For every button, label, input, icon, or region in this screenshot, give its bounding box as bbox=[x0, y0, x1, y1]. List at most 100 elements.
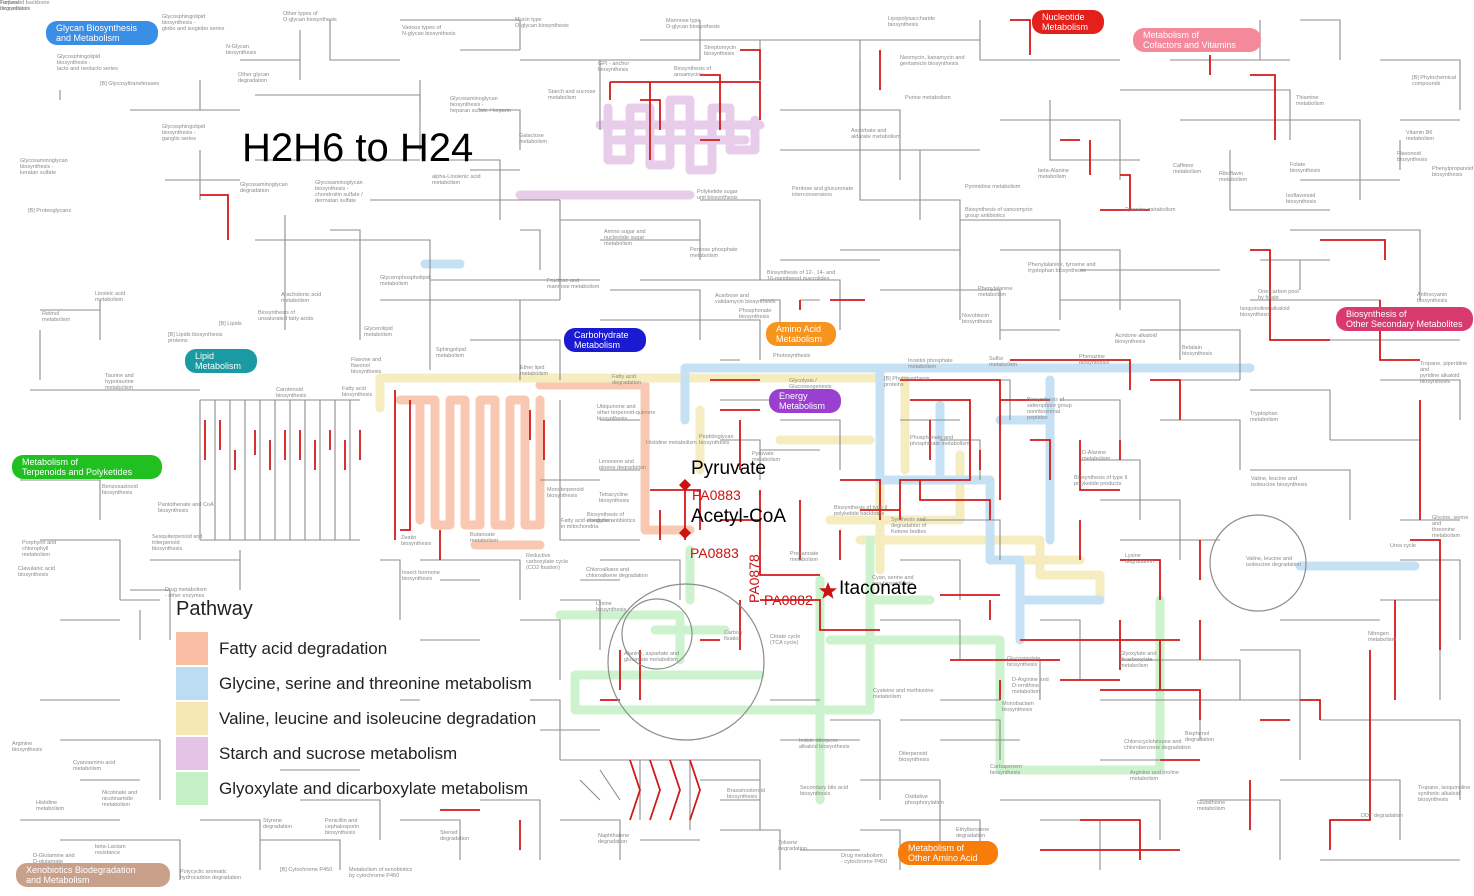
pathway-label: Tetracycline biosynthesis bbox=[599, 492, 629, 504]
category-badge-xenobiotics: Xenobiotics Biodegradation and Metabolis… bbox=[16, 863, 170, 887]
pathway-label: Sphingolipid metabolism bbox=[436, 347, 466, 359]
pathway-label: Lipopolysaccharide biosynthesis bbox=[888, 16, 935, 28]
pathway-label: Biosynthesis of 12-, 14- and 16-membered… bbox=[767, 270, 835, 282]
pathway-label: Vitamin B6 metabolism bbox=[1406, 130, 1434, 142]
pathway-label: Arginine biosynthesis bbox=[12, 741, 42, 753]
pyruvate-label: Pyruvate bbox=[691, 458, 766, 480]
pathway-label: Thiamine metabolism bbox=[1296, 95, 1324, 107]
pathway-label: Secondary bile acid biosynthesis bbox=[800, 785, 848, 797]
pathway-label: Purine metabolism bbox=[905, 95, 951, 101]
pathway-label: Linoleic acid metabolism bbox=[95, 291, 125, 303]
pathway-label: DDT degradation bbox=[1361, 813, 1403, 819]
pathway-label: Cysteine and methionine metabolism bbox=[873, 688, 934, 700]
pathway-label: Mannose type O-glycan biosynthesis bbox=[666, 18, 720, 30]
pathway-label: alpha-Linolenic acid metabolism bbox=[432, 174, 481, 186]
pathway-label: Glycosaminoglycan biosynthesis - keratan… bbox=[20, 158, 68, 176]
category-badge-cofactors: Metabolism of Cofactors and Vitamins bbox=[1133, 28, 1261, 52]
pathway-label: Drug metabolism - cytochrome P450 bbox=[841, 853, 887, 865]
pathway-label: Polycyclic aromatic hydrocarbon degradat… bbox=[180, 869, 241, 881]
pathway-label: Glycine, serine and threonine metabolism bbox=[1432, 515, 1474, 539]
pathway-label: Histidine metabolism bbox=[646, 440, 697, 446]
pathway-label: Urea cycle bbox=[1390, 543, 1416, 549]
pathway-label: beta-Lactam resistance bbox=[95, 844, 126, 856]
glycine-serine-threonine-pathway bbox=[425, 264, 1415, 640]
legend-swatch bbox=[176, 632, 208, 665]
pathway-label: Oxidative phosphorylation bbox=[905, 794, 944, 806]
pathway-label: Isoflavonoid biosynthesis bbox=[1286, 193, 1316, 205]
pathway-label: Biosynthesis of vancomycin group antibio… bbox=[965, 207, 1033, 219]
category-badge-secondary-metabolites: Biosynthesis of Other Secondary Metaboli… bbox=[1336, 307, 1473, 331]
pathway-label: Diterpenoid biosynthesis bbox=[899, 751, 929, 763]
map-title: H2H6 to H24 bbox=[242, 126, 473, 171]
pathway-label: Toluene degradation bbox=[778, 840, 807, 852]
pathway-label: Arachidonic acid metabolism bbox=[281, 292, 321, 304]
pathway-label: Phosphonate biosynthesis bbox=[739, 308, 771, 320]
legend-label: Glycine, serine and threonine metabolism bbox=[219, 674, 532, 694]
pathway-label: Galactose metabolism bbox=[519, 133, 547, 145]
pathway-label: D-Alanine metabolism bbox=[1082, 450, 1110, 462]
legend-title: Pathway bbox=[176, 598, 253, 621]
pathway-label: Acridone alkaloid biosynthesis bbox=[1115, 333, 1157, 345]
pathway-label: Citrate cycle (TCA cycle) bbox=[770, 634, 800, 646]
pathway-label: Riboflavin metabolism bbox=[1219, 171, 1247, 183]
category-badge-lipid: Lipid Metabolism bbox=[185, 349, 257, 373]
enzyme-edge-3 bbox=[740, 50, 880, 90]
category-badge-glycan: Glycan Biosynthesis and Metabolism bbox=[46, 21, 158, 45]
legend-label: Fatty acid degradation bbox=[219, 639, 387, 659]
pathway-label: Amino sugar and nucleotide sugar metabol… bbox=[604, 229, 646, 247]
pathway-label: Tyrosine metabolism bbox=[1125, 207, 1175, 213]
pathway-label: Biosynthesis of ansamycins bbox=[674, 66, 711, 78]
pathway-label: Glycerolipid metabolism bbox=[364, 326, 393, 338]
pathway-label: Chloroalkane and chloroalkene degradatio… bbox=[586, 567, 648, 579]
pathway-label: Insect hormone biosynthesis bbox=[402, 570, 440, 582]
pathway-label: Glycosphingolipid biosynthesis - ganglio… bbox=[162, 124, 205, 142]
pathway-label: Glycosaminoglycan biosynthesis - heparan… bbox=[450, 96, 511, 114]
pathway-label: One carbon pool by folate bbox=[1258, 289, 1299, 301]
legend-item: Valine, leucine and isoleucine degradati… bbox=[176, 702, 556, 735]
legend-item: Starch and sucrose metabolism bbox=[176, 737, 556, 770]
network-line-50 bbox=[480, 800, 700, 860]
pathway-label: Reductive carboxylate cycle (CO2 fixatio… bbox=[526, 553, 568, 571]
pathway-label: Butanoate metabolism bbox=[470, 532, 498, 544]
pathway-label: D-Arginine and D-ornithine metabolism bbox=[1012, 677, 1049, 695]
pathway-label: Streptomycin biosynthesis bbox=[704, 45, 736, 57]
network-line-8 bbox=[780, 120, 1120, 220]
network-line-7 bbox=[780, 60, 960, 260]
pathway-label: Chlorocyclohexane and chlorobenzene degr… bbox=[1124, 739, 1191, 751]
pathway-label: Glycosphingolipid biosynthesis - lacto a… bbox=[57, 54, 118, 72]
pathway-label: Retinol metabolism bbox=[42, 311, 70, 323]
network-line-15 bbox=[1200, 650, 1460, 800]
legend-item: Glyoxylate and dicarboxylate metabolism bbox=[176, 772, 556, 805]
enzyme-pa0883-second-label: PA0883 bbox=[690, 545, 739, 561]
enzyme-edge-30 bbox=[1260, 700, 1320, 720]
enzyme-edge-7 bbox=[1330, 540, 1440, 850]
pathway-label: Bisphenol degradation bbox=[1185, 731, 1214, 743]
pathway-label: Folate biosynthesis bbox=[1290, 162, 1320, 174]
pathway-label: Glycerophospholipid metabolism bbox=[380, 275, 430, 287]
legend-label: Glyoxylate and dicarboxylate metabolism bbox=[219, 779, 528, 799]
pathway-label: Arginine and proline metabolism bbox=[1130, 770, 1179, 782]
enzyme-edge-25 bbox=[395, 390, 410, 540]
pathway-label: Naphthalene degradation bbox=[598, 833, 629, 845]
legend-item: Fatty acid degradation bbox=[176, 632, 556, 665]
pathway-label: [B] Lipids biosynthesis proteins bbox=[168, 332, 222, 344]
enzyme-pa0878-label: PA0878 bbox=[746, 554, 762, 603]
pathway-label: Starch and sucrose metabolism bbox=[548, 89, 595, 101]
pathway-label: Cyanoamino acid metabolism bbox=[73, 760, 116, 772]
pathway-label: Glucosinolate biosynthesis bbox=[1007, 656, 1040, 668]
pathway-label: Metabolism of xenobiotics by cytochrome … bbox=[349, 867, 412, 879]
pathway-label: Peptidoglycan biosynthesis bbox=[699, 434, 734, 446]
pathway-label: Phenylalanine, tyrosine and tryptophan b… bbox=[1028, 262, 1096, 274]
network-line-22 bbox=[200, 400, 360, 540]
category-badge-nucleotide: Nucleotide Metabolism bbox=[1032, 10, 1104, 34]
pathway-label: Photosynthesis bbox=[773, 353, 810, 359]
pathway-label: Benzoxazinoid biosynthesis bbox=[102, 484, 138, 496]
pathway-label: Indole diterpene alkaloid biosynthesis bbox=[799, 738, 849, 750]
pathway-label: N-Glycan biosynthesis bbox=[226, 44, 256, 56]
network-line-56 bbox=[1300, 120, 1460, 290]
pathway-label: Ubiquinone and other terpenoid-quinone b… bbox=[597, 404, 655, 422]
pathway-label: Porphyrin and chlorophyll metabolism bbox=[22, 540, 56, 558]
network-line-17 bbox=[560, 200, 760, 280]
network-line-42 bbox=[900, 380, 1010, 480]
network-line-5 bbox=[520, 20, 760, 130]
